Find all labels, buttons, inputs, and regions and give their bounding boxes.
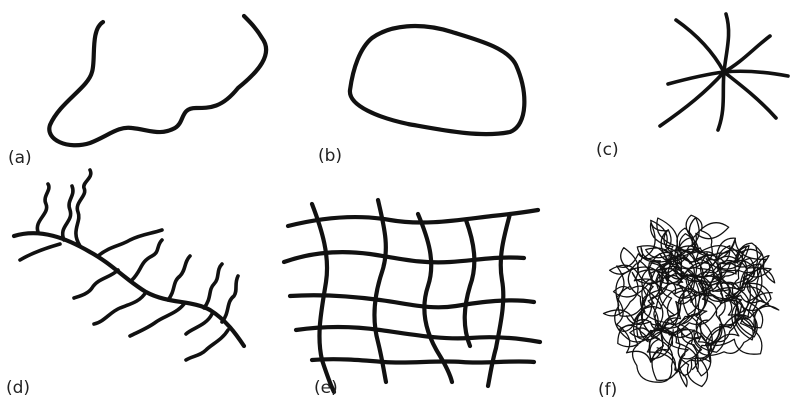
branch — [186, 314, 212, 334]
network-strand — [375, 200, 386, 382]
star-arm — [724, 72, 776, 118]
branch — [20, 244, 60, 260]
branch — [186, 330, 228, 360]
network-strand — [290, 295, 534, 307]
network-strand — [418, 214, 452, 382]
branch — [37, 184, 49, 232]
panel-e-network — [284, 200, 540, 392]
panel-label-d: (d) — [6, 380, 30, 397]
network-strand — [312, 204, 334, 392]
network-strand — [465, 220, 475, 346]
branch — [222, 276, 238, 322]
panel-f-entangled — [604, 215, 779, 387]
branch — [98, 230, 162, 256]
branch — [74, 270, 118, 298]
branch — [130, 304, 184, 336]
panel-label-b: (b) — [318, 148, 342, 165]
ring-curve — [350, 26, 524, 134]
network-strand — [312, 359, 534, 362]
panel-label-f: (f) — [598, 382, 617, 399]
star-arm — [676, 20, 724, 72]
star-arm — [718, 72, 724, 130]
panel-d-branched — [14, 170, 244, 360]
star-arm — [660, 72, 724, 126]
panel-a-linear-chain — [49, 16, 266, 145]
panel-label-c: (c) — [596, 142, 619, 159]
linear-chain-curve — [49, 16, 266, 145]
branch — [76, 170, 91, 246]
branch — [63, 186, 73, 240]
panel-b-ring — [350, 26, 524, 134]
panel-label-e: (e) — [314, 380, 338, 397]
network-strand — [288, 210, 538, 226]
branch — [168, 256, 190, 300]
network-strand — [296, 327, 540, 342]
panel-c-star — [660, 14, 788, 130]
branch — [132, 240, 162, 280]
branch — [94, 292, 146, 324]
star-arm — [724, 36, 770, 72]
branch — [204, 264, 222, 308]
network-strand — [284, 252, 524, 262]
star-arm — [724, 14, 729, 72]
panel-label-a: (a) — [8, 150, 32, 167]
star-arm — [724, 71, 788, 76]
